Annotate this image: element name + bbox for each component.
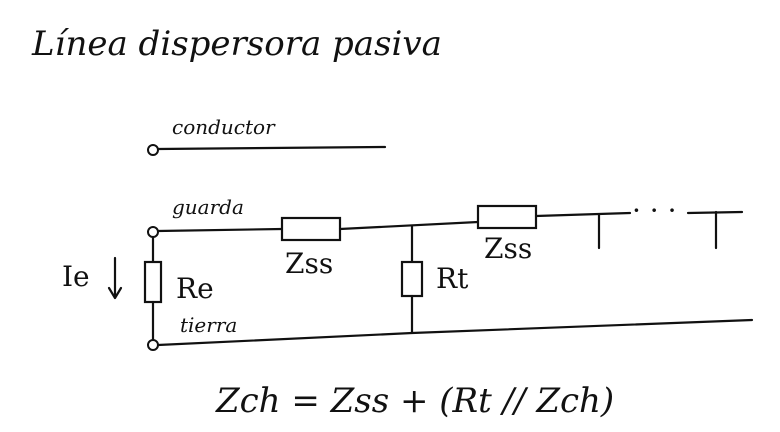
re-branch: Re xyxy=(143,235,214,342)
earth-label: tierra xyxy=(180,313,237,337)
guard-line: guarda Zss Zss · · · xyxy=(147,194,744,280)
ie-current: Ie xyxy=(62,256,123,300)
earth-wire xyxy=(156,318,754,347)
guard-terminal xyxy=(147,226,159,238)
continuation-ellipsis: · · · xyxy=(632,194,677,227)
zss-impedance-2 xyxy=(476,204,538,230)
rt-label: Rt xyxy=(436,262,469,295)
characteristic-impedance-formula: Zch = Zss + (Rt // Zch) xyxy=(215,381,614,421)
diagram-title: Línea dispersora pasiva xyxy=(31,24,442,64)
zss-impedance-1 xyxy=(280,216,342,242)
conductor-label: conductor xyxy=(172,115,276,139)
ie-label: Ie xyxy=(62,260,90,293)
ie-arrow-head-icon xyxy=(107,286,123,300)
rt-branch: Rt xyxy=(400,224,469,334)
rt-resistor xyxy=(400,260,424,298)
re-label: Re xyxy=(176,272,214,305)
guard-wire-segment-2 xyxy=(338,220,480,231)
re-resistor xyxy=(143,260,163,304)
conductor-terminal xyxy=(147,144,159,156)
conductor-wire xyxy=(156,145,387,151)
earth-line: tierra xyxy=(147,313,754,351)
guard-label: guarda xyxy=(172,195,244,219)
zss-label-2: Zss xyxy=(484,232,532,265)
zss-label-1: Zss xyxy=(285,247,333,280)
earth-terminal xyxy=(147,339,159,351)
guard-wire-segment-3 xyxy=(534,211,632,218)
conductor-line: conductor xyxy=(147,115,387,156)
guard-wire-segment-1 xyxy=(156,227,284,233)
